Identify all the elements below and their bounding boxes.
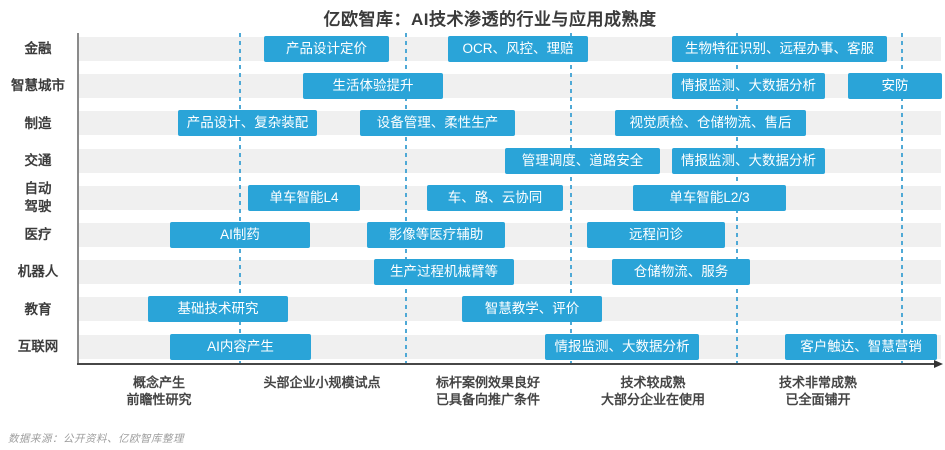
app-box: 产品设计定价: [264, 36, 389, 62]
industry-label: 教育: [24, 301, 52, 317]
stage-divider-line: [901, 33, 903, 364]
source-note: 数据来源：公开资料、亿欧智库整理: [8, 433, 184, 445]
app-box: 影像等医疗辅助: [367, 222, 505, 248]
stage-divider-line: [405, 33, 407, 364]
app-box: 基础技术研究: [148, 296, 288, 323]
app-box: 生产过程机械臂等: [374, 259, 514, 286]
industry-label: 智慧城市: [11, 78, 65, 94]
x-axis-line: [77, 363, 935, 365]
y-axis-line: [77, 33, 79, 364]
app-box: 产品设计、复杂装配: [178, 110, 317, 137]
app-box: 视觉质检、仓储物流、售后: [615, 110, 806, 137]
app-box: 管理调度、道路安全: [505, 147, 660, 174]
app-box: 情报监测、大数据分析: [545, 333, 699, 360]
industry-label: 机器人: [17, 264, 59, 280]
app-box: OCR、风控、理赔: [448, 36, 588, 62]
stage-label: 概念产生 前瞻性研究: [126, 375, 192, 407]
app-box: 生活体验提升: [303, 73, 443, 100]
industry-label: 自动 驾驶: [24, 181, 52, 214]
app-box: 客户触达、智慧营销: [785, 333, 937, 360]
industry-label: 交通: [24, 152, 52, 168]
app-box: 智慧教学、评价: [462, 296, 602, 323]
x-axis-arrowhead-icon: [934, 359, 943, 368]
app-box: 车、路、云协同: [427, 184, 563, 211]
app-box: 情报监测、大数据分析: [672, 73, 825, 100]
stage-divider-line: [570, 33, 572, 364]
stage-divider-line: [239, 33, 241, 364]
app-box: AI制药: [170, 222, 310, 248]
app-box: 仓储物流、服务: [612, 259, 750, 286]
app-box: 单车智能L2/3: [633, 184, 786, 211]
app-box: 生物特征识别、远程办事、客服: [672, 36, 887, 62]
stage-label: 头部企业小规模试点: [263, 375, 381, 390]
stage-label: 技术非常成熟 已全面铺开: [778, 375, 858, 407]
industry-label: 医疗: [24, 227, 52, 243]
app-box: 情报监测、大数据分析: [672, 147, 825, 174]
stage-label: 技术较成熟 大部分企业在使用: [600, 375, 706, 407]
stage-label: 标杆案例效果良好 已具备向推广条件: [435, 375, 541, 407]
industry-label: 互联网: [17, 338, 59, 354]
chart-title: 亿欧智库：AI技术渗透的行业与应用成熟度: [323, 10, 657, 29]
app-box: 设备管理、柔性生产: [360, 110, 515, 137]
industry-label: 制造: [24, 115, 52, 131]
app-box: 单车智能L4: [248, 184, 360, 211]
app-box: 远程问诊: [587, 222, 725, 248]
industry-label: 金融: [24, 41, 52, 57]
app-box: AI内容产生: [170, 333, 311, 360]
app-box: 安防: [848, 73, 942, 100]
